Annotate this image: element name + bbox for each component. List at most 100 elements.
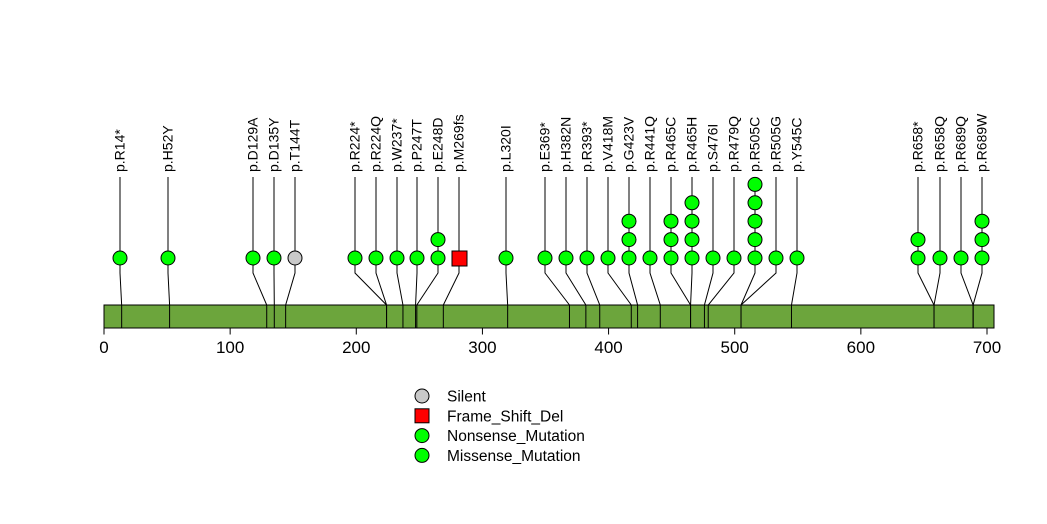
mutation-label: p.E248D bbox=[430, 118, 446, 172]
mutation-label: p.S476I bbox=[705, 124, 721, 172]
mutation-label: p.R658Q bbox=[932, 116, 948, 172]
mutation-marker bbox=[621, 250, 637, 266]
mutation-marker bbox=[974, 213, 990, 229]
mutation-label: p.V418M bbox=[600, 116, 616, 172]
mutation-leader-line bbox=[396, 177, 404, 328]
axis-tick-label: 400 bbox=[594, 338, 622, 357]
mutation-marker bbox=[451, 250, 468, 267]
legend-label: Frame_Shift_Del bbox=[447, 408, 563, 425]
mutation-marker bbox=[663, 250, 679, 266]
mutation-label: p.R505C bbox=[747, 117, 763, 172]
legend-label: Nonsense_Mutation bbox=[447, 428, 585, 445]
mutation-leader-line bbox=[285, 177, 296, 328]
mutation-marker bbox=[621, 232, 637, 248]
mutation-marker bbox=[747, 232, 763, 248]
mutation-label: p.Y545C bbox=[789, 118, 805, 172]
mutation-label: p.H52Y bbox=[160, 125, 176, 172]
mutation-label: p.M269fs bbox=[451, 114, 467, 172]
mutation-label: p.R465H bbox=[684, 117, 700, 172]
mutation-marker bbox=[579, 250, 595, 266]
mutation-marker bbox=[245, 250, 261, 266]
axis-tick-label: 0 bbox=[99, 338, 108, 357]
mutation-marker bbox=[932, 250, 948, 266]
mutation-marker bbox=[160, 250, 176, 266]
mutation-label: p.H382N bbox=[558, 117, 574, 172]
mutation-label: p.P247T bbox=[409, 119, 425, 172]
mutation-marker bbox=[684, 195, 700, 211]
mutation-marker bbox=[910, 232, 926, 248]
mutation-marker bbox=[600, 250, 616, 266]
mutation-marker bbox=[705, 250, 721, 266]
mutation-marker bbox=[789, 250, 805, 266]
axis-tick-label: 300 bbox=[468, 338, 496, 357]
mutation-marker bbox=[663, 213, 679, 229]
axis-tick-label: 100 bbox=[216, 338, 244, 357]
axis-tick-label: 200 bbox=[342, 338, 370, 357]
mutation-marker bbox=[642, 250, 658, 266]
mutation-marker bbox=[621, 213, 637, 229]
mutation-label: p.R224* bbox=[347, 121, 363, 172]
mutation-label: p.R465C bbox=[663, 117, 679, 172]
mutation-leader-line bbox=[442, 177, 460, 328]
mutation-label: p.R689Q bbox=[953, 116, 969, 172]
mutation-marker bbox=[684, 213, 700, 229]
mutation-label: p.R658* bbox=[910, 121, 926, 172]
mutation-label: p.R441Q bbox=[642, 116, 658, 172]
mutation-label: p.R14* bbox=[112, 129, 128, 172]
mutation-leader-line bbox=[703, 177, 714, 328]
mutation-marker bbox=[768, 250, 784, 266]
legend-swatch-nonsense_mutation bbox=[414, 428, 430, 444]
mutation-marker bbox=[266, 250, 282, 266]
mutation-marker bbox=[747, 176, 763, 192]
mutation-label: p.R479Q bbox=[726, 116, 742, 172]
mutation-marker bbox=[287, 250, 303, 266]
mutation-label: p.R505G bbox=[768, 116, 784, 172]
mutation-marker bbox=[974, 250, 990, 266]
mutation-leader-line bbox=[565, 177, 587, 328]
mutation-leader-line bbox=[607, 177, 632, 328]
mutation-leader-line bbox=[167, 177, 171, 328]
mutation-marker bbox=[409, 250, 425, 266]
mutation-leader-line bbox=[505, 177, 509, 328]
mutation-marker bbox=[747, 250, 763, 266]
mutation-leader-line bbox=[415, 177, 418, 328]
mutation-marker bbox=[684, 232, 700, 248]
mutation-marker bbox=[368, 250, 384, 266]
mutation-label: p.R689W bbox=[974, 113, 990, 172]
mutation-leader-line bbox=[933, 177, 941, 328]
mutation-marker bbox=[684, 250, 700, 266]
mutation-leader-line bbox=[544, 177, 570, 328]
mutation-leader-line bbox=[252, 177, 268, 328]
mutation-label: p.T144T bbox=[287, 119, 303, 172]
mutation-label: p.R393* bbox=[579, 121, 595, 172]
mutation-marker bbox=[974, 232, 990, 248]
protein-backbone bbox=[103, 304, 995, 329]
mutation-label: p.D135Y bbox=[266, 117, 282, 172]
legend-swatch-missense_mutation bbox=[414, 447, 430, 463]
mutation-marker bbox=[747, 195, 763, 211]
mutation-leader-line bbox=[586, 177, 601, 328]
mutation-leader-line bbox=[416, 177, 439, 328]
mutation-leader-line bbox=[790, 177, 798, 328]
axis-tick-label: 600 bbox=[847, 338, 875, 357]
mutation-label: p.E369* bbox=[537, 122, 553, 172]
mutation-marker bbox=[663, 232, 679, 248]
mutation-marker bbox=[953, 250, 969, 266]
mutation-marker bbox=[430, 232, 446, 248]
mutation-leader-line bbox=[740, 177, 777, 328]
mutation-marker bbox=[498, 250, 514, 266]
mutation-marker bbox=[910, 250, 926, 266]
mutation-marker bbox=[347, 250, 363, 266]
axis-tick-label: 700 bbox=[973, 338, 1001, 357]
legend-swatch-silent bbox=[414, 388, 430, 404]
mutation-marker bbox=[726, 250, 742, 266]
legend-swatch-frame_shift_del bbox=[414, 408, 430, 424]
mutation-label: p.L320I bbox=[498, 125, 514, 172]
mutation-leader-line bbox=[119, 177, 123, 328]
mutation-label: p.G423V bbox=[621, 116, 637, 172]
axis-tick-label: 500 bbox=[721, 338, 749, 357]
legend-label: Silent bbox=[447, 389, 486, 406]
mutation-leader-line bbox=[649, 177, 661, 328]
